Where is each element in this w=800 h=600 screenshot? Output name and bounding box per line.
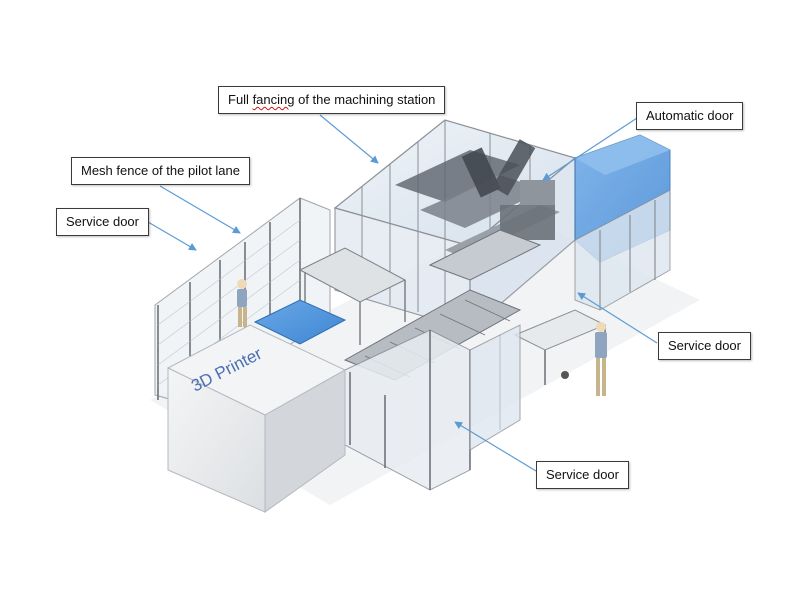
leader-service-door-left (147, 221, 197, 251)
callout-automatic-door: Automatic door (636, 102, 744, 130)
leader-full-fencing (319, 114, 379, 164)
callout-service-door-bottom: Service door (536, 461, 629, 489)
blue-table-panel (253, 299, 347, 345)
callout-full-fencing: Full fancing of the machining station (218, 86, 446, 114)
leader-automatic-door (542, 117, 638, 181)
leader-service-door-right (577, 292, 658, 344)
operator-left (237, 279, 247, 327)
callout-service-door-right: Service door (658, 332, 751, 360)
callout-mesh-fence: Mesh fence of the pilot lane (71, 157, 250, 185)
3d-printer: 3D Printer (166, 324, 347, 513)
misspelled-word: fancing (252, 92, 295, 107)
callout-service-door-left: Service door (56, 208, 149, 236)
machining-equipment (395, 139, 560, 258)
leader-mesh-fence (159, 185, 241, 234)
leader-service-door-bottom (454, 421, 537, 472)
right-glass-fence (574, 189, 671, 311)
operator-right (595, 322, 607, 396)
